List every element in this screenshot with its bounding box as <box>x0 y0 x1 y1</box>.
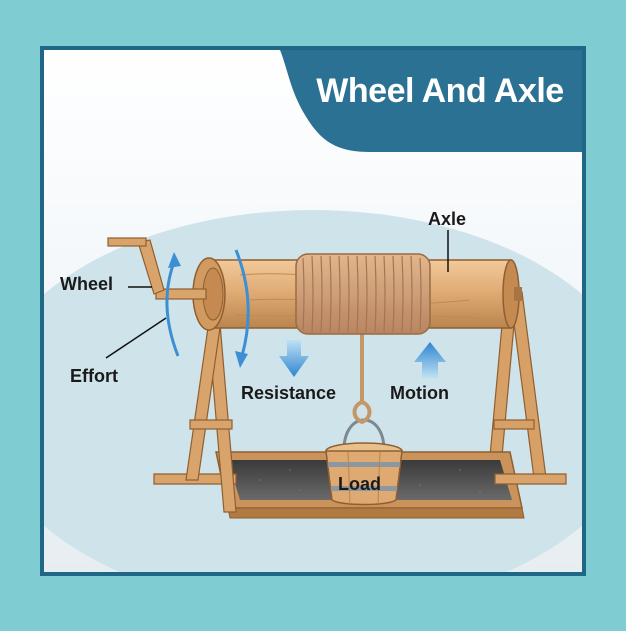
label-effort: Effort <box>70 366 118 386</box>
wheel-crank <box>107 237 226 331</box>
label-resistance: Resistance <box>241 383 337 403</box>
page-title: Wheel And Axle <box>316 72 564 110</box>
label-load: Load <box>338 474 381 494</box>
resistance-arrow <box>279 340 309 377</box>
rope <box>352 330 372 425</box>
label-wheel: Wheel <box>60 274 114 294</box>
effort-leader-line <box>105 317 167 359</box>
effort-rotation-arrow <box>165 252 181 357</box>
rope-coil <box>295 253 431 335</box>
rotation-arrow-down <box>234 249 250 368</box>
front-stand <box>185 299 237 513</box>
label-axle: Axle <box>428 209 467 229</box>
title-banner <box>280 50 582 152</box>
motion-arrow <box>414 342 446 378</box>
label-motion: Motion <box>390 383 449 403</box>
